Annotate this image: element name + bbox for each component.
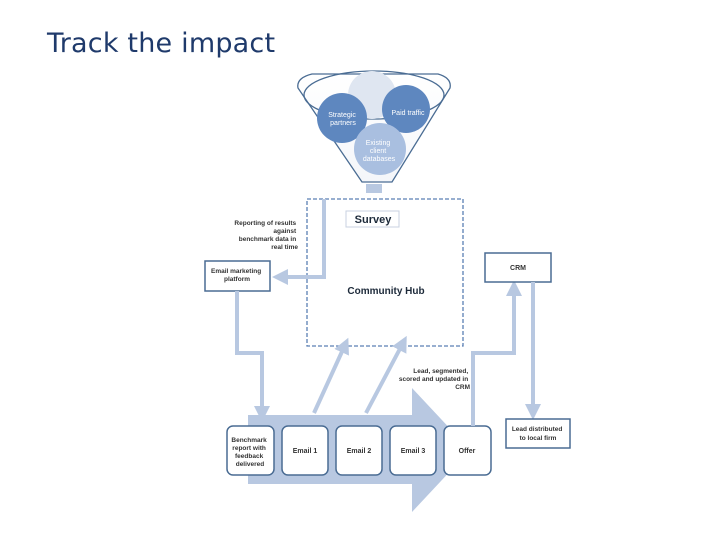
reporting-note: Reporting of results against benchmark d… [234,220,298,251]
circle-existing-clients [354,123,406,175]
email1-box [281,425,329,476]
crm-box [484,252,552,283]
benchmark-label: Benchmark report with feedback delivered [231,437,268,468]
lead-distributed-box [505,418,571,449]
email-sequence: Benchmark report with feedback delivered… [226,425,492,476]
lead-note: Lead, segmented, scored and updated in C… [399,368,470,391]
lead-distributed-label: Lead distributed to local firm [512,426,564,442]
email1-label: Email 1 [293,448,318,455]
arrow-offer-to-crm [471,280,522,426]
email2-box [335,425,383,476]
arrow-email-platform-to-sequence [235,291,270,422]
crm-label: CRM [510,265,526,272]
page-title: Track the impact [47,28,276,59]
survey-box [345,210,400,228]
label-paid-traffic: Paid traffic [392,110,425,117]
circle-paid-traffic [382,85,430,133]
benchmark-box [226,425,275,476]
funnel-neck [366,184,382,193]
community-hub-box [306,198,464,347]
arrow-hub-to-email-platform [272,199,326,285]
arrow-email1-to-hub [312,337,349,414]
community-hub-label: Community Hub [347,286,424,297]
funnel: Strategic partners Paid traffic Existing… [297,70,451,193]
email2-label: Email 2 [347,448,372,455]
funnel-rim [303,70,445,120]
circle-strategic-partners [317,93,367,143]
email-platform-label: Email marketing platform [211,268,263,283]
label-strategic-partners: Strategic partners [328,112,358,127]
offer-label: Offer [459,448,476,455]
email3-label: Email 3 [401,448,426,455]
arrow-email2-to-hub [364,335,407,414]
survey-label: Survey [355,214,393,226]
label-existing-clients: Existing client databases [363,140,396,163]
email3-box [389,425,437,476]
offer-box [443,425,492,476]
